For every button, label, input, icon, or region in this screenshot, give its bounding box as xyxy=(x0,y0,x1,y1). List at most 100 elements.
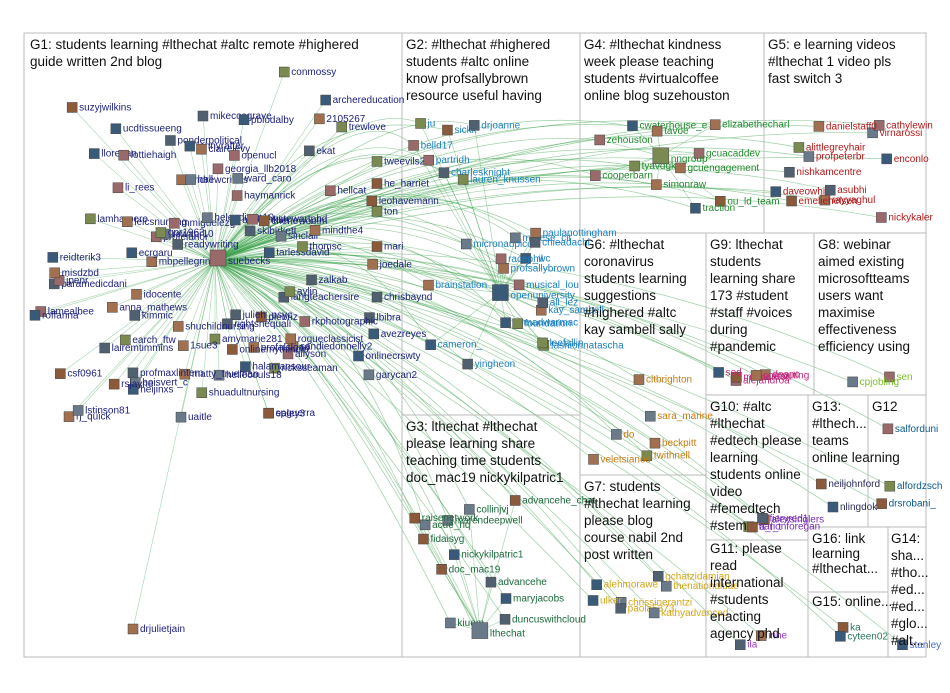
node-duncuswithcloud-icon xyxy=(500,614,510,624)
node-brainstation-icon xyxy=(423,280,433,290)
node-label-racephil: racephil xyxy=(508,254,543,265)
node-readywriting-icon xyxy=(173,239,183,249)
node-label-doc_mac19: doc_mac19 xyxy=(449,564,501,575)
node-idocente-icon xyxy=(132,289,142,299)
node-leicsnursing-icon xyxy=(122,217,132,227)
node-profsallybrown-icon xyxy=(499,263,509,273)
node-thenationaluae-icon xyxy=(661,581,671,591)
node-collinjvj-icon xyxy=(464,504,474,514)
group-title-g2-line-1: students #altc online xyxy=(406,54,529,69)
node-ecrgaru-icon xyxy=(127,248,137,258)
node-label-ila: ila xyxy=(747,640,757,651)
node-label-do: do xyxy=(623,429,635,440)
node-tavoe-icon xyxy=(652,126,662,136)
node-yingheon-icon xyxy=(463,359,473,369)
node-label-lottiehaigh: lottiehaigh xyxy=(131,150,177,161)
node-label-rkphotographic: rkphotographic xyxy=(312,316,378,327)
node-trewlove-icon xyxy=(337,122,347,132)
node-mikecosgrave-icon xyxy=(198,111,208,121)
node-raisenetwork-icon xyxy=(410,513,420,523)
group-title-g4-line-0: G4: #lthechat kindness xyxy=(584,37,722,52)
node-partridh-icon xyxy=(424,155,434,165)
node-label-suzyjwilkins: suzyjwilkins xyxy=(79,102,131,113)
node-label-idocente: idocente xyxy=(144,289,182,300)
node-label-openucl: openucl xyxy=(241,150,276,161)
node-label-tavoe: tavoe xyxy=(664,126,689,137)
node-clairelevy-icon xyxy=(196,144,206,154)
node-onlinemythindia-icon xyxy=(227,344,237,354)
node-label-asubhi: asubhi xyxy=(837,185,866,196)
group-title-g14-line-1: sha... xyxy=(891,548,924,563)
group-title-g13-line-3: online learning xyxy=(812,450,900,465)
node-label-pblodalby: pblodalby xyxy=(251,115,294,126)
node-label-lbibra: lbibra xyxy=(376,313,401,324)
node-label-all_lez: all_lez xyxy=(550,298,578,309)
group-title-g12-line-0: G12 xyxy=(872,399,898,414)
group-title-g16-line-2: #lthechat... xyxy=(812,561,878,576)
node-label-lthechat: lthechat xyxy=(490,629,525,640)
node-nishkamcentre-icon xyxy=(784,167,794,177)
node-shuchildnursing-icon xyxy=(173,321,183,331)
node-label-cameron_: cameron_ xyxy=(438,340,483,351)
group-title-g14-line-6: #alt... xyxy=(891,633,924,648)
node-ju-icon xyxy=(416,118,426,128)
group-title-g4-line-1: week please teaching xyxy=(583,54,714,69)
node-label-maryjacobs: maryjacobs xyxy=(513,594,564,605)
node-label-trewlove: trewlove xyxy=(349,122,387,133)
node-sara_marine-icon xyxy=(645,411,655,421)
node-label-twithnell: twithnell xyxy=(654,451,690,462)
node-label-raisenetwork: raisenetwork xyxy=(422,513,480,524)
group-title-g9-line-6: #pandemic xyxy=(710,339,776,354)
group-title-g11-line-5: agency phd xyxy=(710,626,780,641)
group-title-g10-line-0: G10: #altc xyxy=(710,399,772,414)
node-label-garycan2: garycan2 xyxy=(376,370,418,381)
group-title-g7-line-3: course nabil 2nd xyxy=(584,530,683,545)
node-sickk-icon xyxy=(442,125,452,135)
node-label-hellcat: hellcat xyxy=(337,186,366,197)
node-tarlessdavid-icon xyxy=(264,248,274,258)
node-belld17-icon xyxy=(409,140,419,150)
node-ekat-icon xyxy=(304,146,314,156)
node-nickykaler-icon xyxy=(876,212,886,222)
node-label-rsjayne: rsjayne xyxy=(121,379,154,390)
node-label-csf0961: csf0961 xyxy=(67,369,102,380)
node-label-joedale: joedale xyxy=(379,259,413,270)
node-openucl-icon xyxy=(229,150,239,160)
node-ila-icon xyxy=(735,640,745,650)
node-nickykilpatric1-icon xyxy=(449,550,459,560)
node-cameron_-icon xyxy=(426,340,436,350)
node-label-thomsc: thomsc xyxy=(309,242,341,253)
node-computing-icon xyxy=(751,370,761,380)
node-nomadwarmac-icon xyxy=(501,318,511,328)
node-johnstewartphd-icon xyxy=(248,214,258,224)
node-lamharpere-icon xyxy=(85,214,95,224)
group-title-g10-line-5: video xyxy=(710,484,742,499)
node-label-musical_lou: musical_lou xyxy=(526,280,579,291)
group-title-g13-line-2: teams xyxy=(812,433,849,448)
node-asubhi-icon xyxy=(825,185,835,195)
group-title-g1-line-0: G1: students learning #lthechat #altc re… xyxy=(30,37,359,52)
node-label-enconlo: enconlo xyxy=(894,154,929,165)
node-label-drjulietjain: drjulietjain xyxy=(140,624,185,635)
node-ponderpolitical-icon xyxy=(165,135,175,145)
group-title-g10-line-2: #edtech please xyxy=(710,433,802,448)
node-garycan2-icon xyxy=(364,370,374,380)
node-label-nickykilpatric1: nickykilpatric1 xyxy=(461,550,524,561)
node-advancehe_chat-icon xyxy=(510,495,520,505)
node-hellcat-icon xyxy=(325,186,335,196)
group-title-g10-line-6: #femedtech xyxy=(710,501,781,516)
node-label-advancehe: advancehe xyxy=(498,577,547,588)
group-title-g8-line-2: microsoftteams xyxy=(818,271,910,286)
node-label-avezreyes: avezreyes xyxy=(381,329,427,340)
node-aylin-icon xyxy=(285,287,295,297)
node-label-ton: ton xyxy=(384,206,398,217)
node-label-nlingdok: nlingdok xyxy=(840,502,878,513)
node-cooperbarn-icon xyxy=(590,171,600,181)
node-label-roffarina: roffarina xyxy=(42,310,79,321)
group-title-g14-line-4: #ed... xyxy=(891,599,925,614)
node-label-alehmorawe: alehmorawe xyxy=(604,580,659,591)
node-label-neiljohnford: neiljohnford xyxy=(828,479,880,490)
group-title-g4-line-2: students #virtualcoffee xyxy=(584,71,719,86)
node-label-lstinson81: lstinson81 xyxy=(85,405,130,416)
node-sinclair-icon xyxy=(276,231,286,241)
